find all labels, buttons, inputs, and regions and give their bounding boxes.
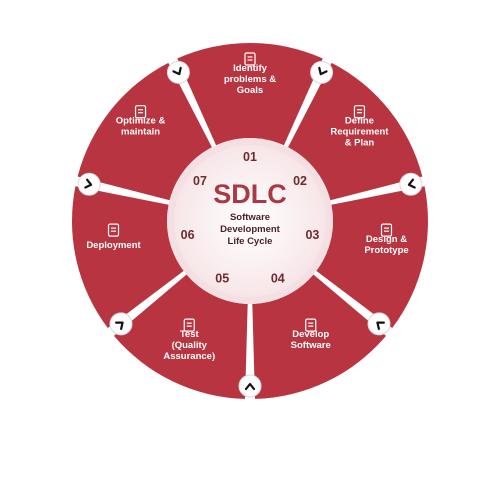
test-icon xyxy=(183,318,195,332)
step-01-label-line: Goals xyxy=(237,85,263,96)
chevron-icon xyxy=(376,321,385,330)
step-05-number: 05 xyxy=(215,272,229,286)
design-icon xyxy=(380,223,393,237)
transition-arrow-05 xyxy=(109,312,133,336)
step-04-label-line: Software xyxy=(291,340,331,351)
segment-06 xyxy=(71,186,184,329)
transition-arrow-04 xyxy=(238,374,262,398)
step-01-label-line: Identify xyxy=(233,63,267,74)
chevron-icon xyxy=(84,178,93,189)
step-05-label-line: Assurance) xyxy=(163,351,215,362)
segment-03 xyxy=(316,186,428,329)
center-subtitle-line-2: Development xyxy=(220,224,280,235)
segment-01 xyxy=(177,42,323,146)
network-icon xyxy=(107,223,120,237)
chevron-icon xyxy=(244,382,256,391)
step-01-label-line: problems & xyxy=(224,74,276,85)
step-05-label-line: Test xyxy=(180,329,200,340)
center-disc xyxy=(174,145,326,297)
step-06-label-line: Deployment xyxy=(86,240,141,251)
map-icon xyxy=(353,105,366,119)
transition-arrow-02 xyxy=(399,172,423,196)
center-title: SDLC xyxy=(213,179,287,209)
step-07-number: 07 xyxy=(193,174,207,188)
step-07-label-line: Optimize & xyxy=(116,116,166,127)
segment-04 xyxy=(252,274,387,399)
step-05-label-line: (Quality xyxy=(172,340,208,351)
building-icon xyxy=(305,318,317,332)
segment-02 xyxy=(288,62,423,201)
transition-arrow-01 xyxy=(310,60,334,84)
center-subtitle-line-3: Life Cycle xyxy=(228,236,273,247)
scan-frame-icon xyxy=(244,52,256,66)
segment-07 xyxy=(77,62,212,201)
step-02-label-line: & Plan xyxy=(345,138,375,149)
center-subtitle-line-1: Software xyxy=(230,212,270,223)
chevron-icon xyxy=(407,178,416,189)
step-04-label-line: Develop xyxy=(292,329,329,340)
chevron-icon xyxy=(172,66,182,76)
chevron-icon xyxy=(115,321,124,330)
chevron-icon xyxy=(318,66,328,76)
step-02-number: 02 xyxy=(293,174,307,188)
step-07-label-line: maintain xyxy=(121,127,160,138)
step-03-label-line: Prototype xyxy=(364,245,408,256)
step-04-number: 04 xyxy=(271,272,285,286)
step-02-label-line: Define xyxy=(345,116,374,127)
document-icon xyxy=(134,105,147,119)
transition-arrow-07 xyxy=(166,60,190,84)
step-01-number: 01 xyxy=(243,150,257,164)
step-02-label-line: Requirement xyxy=(330,127,389,138)
step-06-number: 06 xyxy=(181,228,195,242)
transition-arrow-03 xyxy=(367,312,391,336)
step-03-label-line: Design & xyxy=(366,234,407,245)
segment-05 xyxy=(113,274,248,399)
transition-arrow-06 xyxy=(77,172,101,196)
step-03-number: 03 xyxy=(305,228,319,242)
